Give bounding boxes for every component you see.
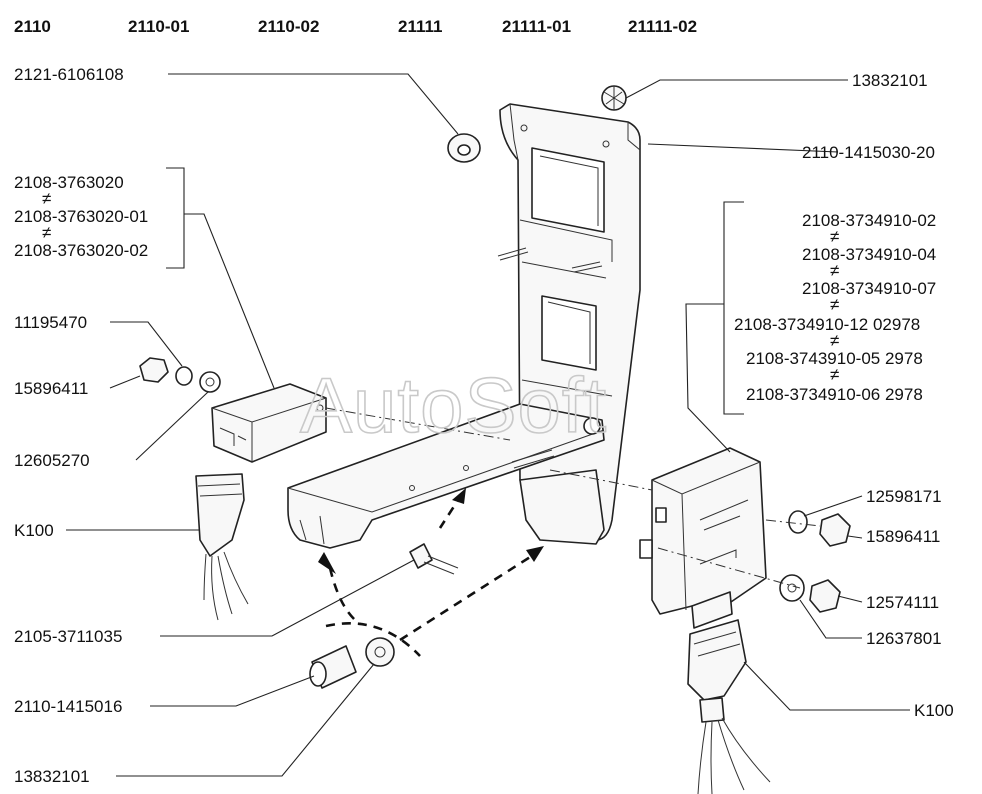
model-header: 2110 2110-01 2110-02 21111 21111-01 2111… xyxy=(14,17,697,36)
label-ecu-3: 2108-3734910-07 xyxy=(802,279,936,298)
model-2110: 2110 xyxy=(14,17,51,36)
not-equal-7: ≠ xyxy=(830,365,839,384)
label-bushing: 2110-1415016 xyxy=(14,697,122,716)
label-relay-3: 2108-3763020-02 xyxy=(14,241,148,260)
label-washer-left: 11195470 xyxy=(14,313,87,332)
horizontal-arm xyxy=(287,403,605,549)
label-washer-left-2: 12605270 xyxy=(14,451,90,470)
label-connector-left: K100 xyxy=(14,521,54,540)
model-21111: 21111 xyxy=(398,17,442,36)
watermark: AutoSoft xyxy=(300,361,607,449)
not-equal-6: ≠ xyxy=(830,331,839,350)
label-nut-left: 15896411 xyxy=(14,379,88,398)
connector-right xyxy=(687,619,771,794)
part-labels: 2121-6106108 13832101 2110-1415030-20 21… xyxy=(14,65,954,786)
model-21111-02: 21111-02 xyxy=(628,17,697,36)
label-connector-right: K100 xyxy=(914,701,954,720)
hardware xyxy=(139,85,851,689)
not-equal-2: ≠ xyxy=(42,223,51,242)
label-nut-right-2: 12574111 xyxy=(866,593,939,612)
assembly-paths xyxy=(318,407,821,657)
label-bracket-screw: 2121-6106108 xyxy=(14,65,124,84)
ecu-unit xyxy=(639,447,767,629)
label-washer-right-2: 12637801 xyxy=(866,629,942,648)
not-equal-1: ≠ xyxy=(42,189,51,208)
not-equal-5: ≠ xyxy=(830,295,839,314)
label-relay-1: 2108-3763020 xyxy=(14,173,124,192)
label-washer-right: 12598171 xyxy=(866,487,942,506)
label-ecu-1: 2108-3734910-02 xyxy=(802,211,936,230)
model-2110-01: 2110-01 xyxy=(128,17,189,36)
label-clip-bottom: 13832101 xyxy=(14,767,90,786)
not-equal-4: ≠ xyxy=(830,261,839,280)
label-ecu-4: 2108-3734910-12 02978 xyxy=(734,315,920,334)
label-ecu-5: 2108-3743910-05 2978 xyxy=(746,349,923,368)
label-top-clip: 13832101 xyxy=(852,71,928,90)
not-equal-3: ≠ xyxy=(830,227,839,246)
label-ecu-6: 2108-3734910-06 2978 xyxy=(746,385,923,404)
model-2110-02: 2110-02 xyxy=(258,17,319,36)
model-21111-01: 21111-01 xyxy=(502,17,571,36)
label-ecu-2: 2108-3734910-04 xyxy=(802,245,936,264)
label-bolt: 2105-3711035 xyxy=(14,627,122,646)
label-nut-right: 15896411 xyxy=(866,527,940,546)
label-bracket: 2110-1415030-20 xyxy=(802,143,935,162)
connector-left xyxy=(195,473,249,621)
leader-lines xyxy=(66,73,910,777)
label-relay-2: 2108-3763020-01 xyxy=(14,207,148,226)
relay xyxy=(211,383,327,463)
